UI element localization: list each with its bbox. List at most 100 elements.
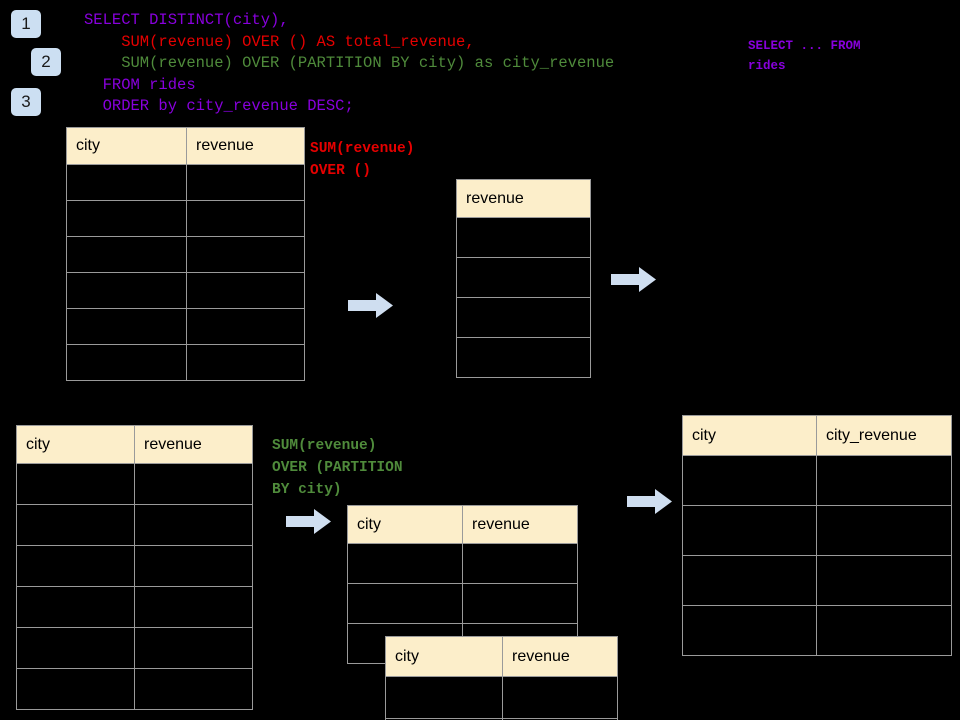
table-cell bbox=[682, 505, 817, 556]
table-cell bbox=[134, 627, 253, 669]
table-row bbox=[66, 164, 305, 201]
table-cell bbox=[66, 200, 187, 237]
sql-line-5: ORDER by city_revenue DESC; bbox=[84, 96, 614, 118]
table-cell bbox=[816, 505, 952, 556]
arrow-bottom-right-icon bbox=[627, 488, 672, 515]
table-row bbox=[16, 627, 253, 669]
table-cell bbox=[16, 545, 135, 587]
table-row bbox=[385, 718, 618, 720]
table-cell bbox=[186, 200, 305, 237]
table-cell bbox=[502, 676, 618, 719]
step-badge-3: 3 bbox=[11, 88, 41, 116]
sql-line-3: SUM(revenue) OVER (PARTITION BY city) as… bbox=[84, 53, 614, 75]
column-header-revenue: revenue bbox=[186, 127, 305, 165]
table-cell bbox=[134, 586, 253, 628]
table-cell bbox=[134, 504, 253, 546]
table-cell bbox=[385, 676, 503, 719]
table-cell bbox=[16, 463, 135, 505]
sql-segment: SUM(revenue) OVER () AS total_revenue, bbox=[84, 32, 475, 51]
table-cell bbox=[347, 583, 463, 624]
table-cell bbox=[456, 257, 591, 298]
table-cell bbox=[816, 605, 952, 656]
table-cell bbox=[347, 543, 463, 584]
sql-line-1: SELECT DISTINCT(city), bbox=[84, 10, 614, 32]
table-row bbox=[347, 583, 578, 624]
table-cell bbox=[16, 627, 135, 669]
table-cell bbox=[66, 236, 187, 273]
sql-query-text: SELECT DISTINCT(city), SUM(revenue) OVER… bbox=[84, 10, 614, 118]
table-cell bbox=[186, 164, 305, 201]
table-cell bbox=[816, 455, 952, 506]
table-row bbox=[16, 504, 253, 546]
table-row bbox=[682, 455, 952, 506]
annotation-sum-over-partition: SUM(revenue) OVER (PARTITION BY city) bbox=[272, 438, 403, 498]
table-cell bbox=[816, 555, 952, 606]
sql-line-2: SUM(revenue) OVER () AS total_revenue, bbox=[84, 32, 614, 54]
step-badge-1: 1 bbox=[11, 10, 41, 38]
table-row bbox=[682, 505, 952, 556]
arrow-top-left-icon bbox=[348, 292, 393, 319]
table-cell bbox=[66, 308, 187, 345]
table-cell bbox=[502, 718, 618, 720]
column-header-revenue: revenue bbox=[462, 505, 578, 544]
table-cell bbox=[134, 668, 253, 710]
table-cell bbox=[16, 668, 135, 710]
table-cell bbox=[456, 297, 591, 338]
table-cell bbox=[134, 545, 253, 587]
column-header-city: city bbox=[66, 127, 187, 165]
sql-segment: ORDER by city_revenue DESC; bbox=[84, 97, 354, 115]
table-row bbox=[16, 463, 253, 505]
step-badge-2: 2 bbox=[31, 48, 61, 76]
table-row bbox=[66, 344, 305, 381]
table-cell bbox=[682, 555, 817, 606]
table-cell bbox=[682, 605, 817, 656]
column-header-city: city bbox=[347, 505, 463, 544]
table-cell bbox=[66, 164, 187, 201]
table-row bbox=[385, 676, 618, 719]
table-header-row: revenue bbox=[456, 179, 591, 218]
table-cell bbox=[186, 344, 305, 381]
table-cell bbox=[456, 337, 591, 378]
annotation-sum-over-empty: SUM(revenue) OVER () bbox=[310, 141, 415, 179]
table-row bbox=[456, 337, 591, 378]
table-row bbox=[66, 308, 305, 345]
column-header-revenue: revenue bbox=[456, 179, 591, 218]
column-header-revenue: revenue bbox=[502, 636, 618, 677]
table-row bbox=[456, 257, 591, 298]
arrow-bottom-left-icon bbox=[286, 508, 331, 535]
table-row bbox=[347, 543, 578, 584]
table-cell bbox=[66, 272, 187, 309]
table-row bbox=[16, 545, 253, 587]
column-header-city: city bbox=[16, 425, 135, 464]
column-header-city: city bbox=[682, 415, 817, 456]
table-row bbox=[16, 668, 253, 710]
table-row bbox=[66, 200, 305, 237]
table-row bbox=[456, 217, 591, 258]
column-header-city: city bbox=[385, 636, 503, 677]
table-cell bbox=[66, 344, 187, 381]
sql-segment: SELECT DISTINCT(city), bbox=[84, 11, 289, 29]
table-cell bbox=[462, 543, 578, 584]
table-row bbox=[66, 236, 305, 273]
sql-side-note: SELECT ... FROM rides bbox=[748, 39, 861, 73]
table-cell bbox=[16, 586, 135, 628]
table-cell bbox=[134, 463, 253, 505]
column-header-city_revenue: city_revenue bbox=[816, 415, 952, 456]
table-row bbox=[66, 272, 305, 309]
sql-line-4: FROM rides bbox=[84, 75, 614, 97]
table-row bbox=[682, 605, 952, 656]
table-row bbox=[456, 297, 591, 338]
table-cell bbox=[682, 455, 817, 506]
total-revenue-table: revenue bbox=[456, 179, 591, 378]
sql-segment: SUM(revenue) OVER (PARTITION BY city) as… bbox=[84, 54, 615, 72]
table-cell bbox=[186, 272, 305, 309]
